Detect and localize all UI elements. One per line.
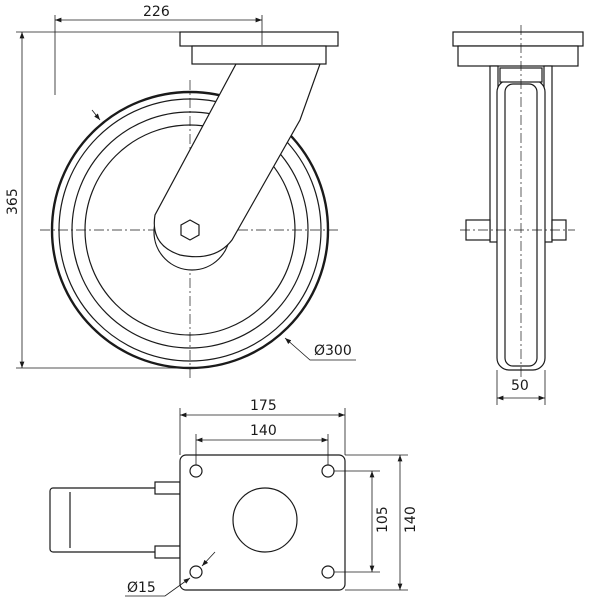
front-view: 226 365 Ø300 [5,4,356,380]
dim-365: 365 [5,188,21,215]
side-top-plate [452,31,584,47]
bolt-hole [189,565,203,579]
plate-view: 175 140 105 140 Ø15 [49,398,419,597]
tab-bottom [154,545,181,559]
dim-140-vertical: 140 [403,506,419,533]
side-bearing-housing [457,45,579,67]
dim-140-horizontal: 140 [250,423,277,439]
bearing-housing [191,45,327,65]
dim-hole-diameter: Ø15 [127,580,156,596]
axle-nut-hex [180,219,200,241]
top-plate [179,31,339,47]
dim-175: 175 [250,398,277,414]
tab-top [154,481,181,495]
dim-105: 105 [375,506,391,533]
center-bore [232,487,298,553]
dim-wheel-diameter: Ø300 [314,343,352,359]
dim-50: 50 [511,378,529,394]
side-view: 50 [452,25,584,405]
fork-arm [153,63,321,258]
mount-plate [179,454,346,591]
dim-226: 226 [143,4,170,20]
